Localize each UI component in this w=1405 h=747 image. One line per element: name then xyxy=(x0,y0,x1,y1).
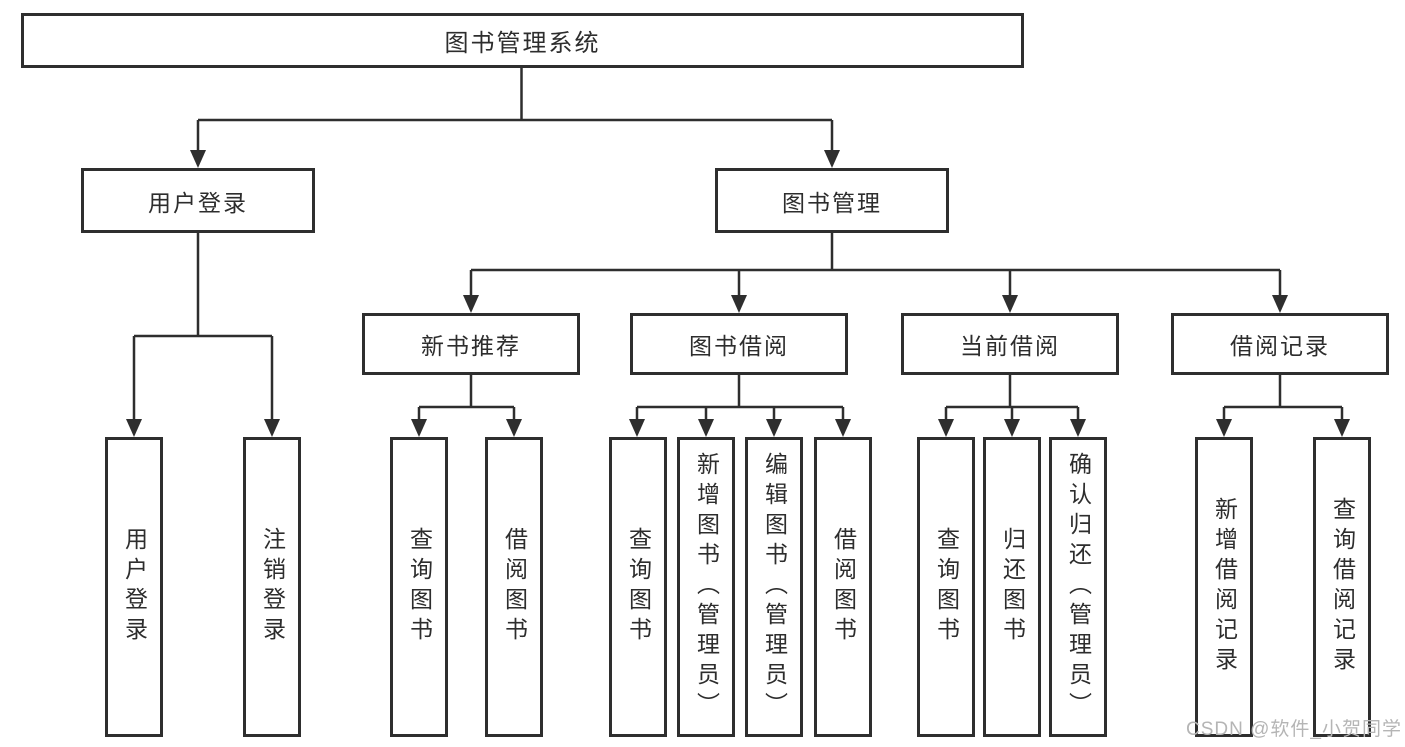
node-current-borrowing: 当前借阅 xyxy=(901,313,1119,375)
leaf-logout-label: 注销登录 xyxy=(259,527,286,647)
leaf-bb-query-books-label: 查询图书 xyxy=(625,527,652,647)
leaf-nb-query-books: 查询图书 xyxy=(390,437,448,737)
edge-book-mgmt-split xyxy=(469,233,1282,297)
leaf-br-add-record: 新增借阅记录 xyxy=(1195,437,1253,737)
node-book-borrowing: 图书借阅 xyxy=(630,313,848,375)
leaf-br-query-record-label: 查询借阅记录 xyxy=(1329,497,1356,677)
leaf-cb-query-books-label: 查询图书 xyxy=(933,527,960,647)
node-root-system-label: 图书管理系统 xyxy=(444,30,601,57)
leaf-bb-query-books: 查询图书 xyxy=(609,437,667,737)
leaf-nb-borrow-books: 借阅图书 xyxy=(485,437,543,737)
leaf-logout: 注销登录 xyxy=(243,437,301,737)
leaf-bb-edit-books: 编辑图书（管理员） xyxy=(745,437,803,737)
edge-user-login-split xyxy=(132,233,274,421)
leaf-user-login-label: 用户登录 xyxy=(121,527,148,647)
edge-borrowing-split xyxy=(635,375,845,421)
node-user-login-branch-label: 用户登录 xyxy=(148,189,248,216)
node-current-borrowing-label: 当前借阅 xyxy=(960,333,1060,359)
node-book-management-branch-label: 图书管理 xyxy=(782,189,882,216)
edge-new-book-split xyxy=(417,375,516,421)
edge-root-split xyxy=(196,68,834,152)
leaf-nb-borrow-books-label: 借阅图书 xyxy=(501,527,528,647)
edge-current-split xyxy=(944,375,1080,421)
node-new-book-recommend: 新书推荐 xyxy=(362,313,580,375)
node-new-book-recommend-label: 新书推荐 xyxy=(421,333,521,359)
leaf-user-login: 用户登录 xyxy=(105,437,163,737)
edge-records-split xyxy=(1222,375,1344,421)
leaf-cb-confirm-return: 确认归还（管理员） xyxy=(1049,437,1107,737)
leaf-bb-borrow-books: 借阅图书 xyxy=(814,437,872,737)
leaf-nb-query-books-label: 查询图书 xyxy=(406,527,433,647)
leaf-bb-add-books: 新增图书（管理员） xyxy=(677,437,735,737)
leaf-cb-return-books-label: 归还图书 xyxy=(999,527,1026,647)
leaf-cb-confirm-return-label: 确认归还（管理员） xyxy=(1065,452,1092,722)
leaf-bb-edit-books-label: 编辑图书（管理员） xyxy=(761,452,788,722)
node-user-login-branch: 用户登录 xyxy=(81,168,315,233)
node-borrowing-records-label: 借阅记录 xyxy=(1230,333,1330,359)
csdn-watermark: CSDN @软件_小贺同学 xyxy=(1186,719,1402,740)
node-borrowing-records: 借阅记录 xyxy=(1171,313,1389,375)
leaf-bb-borrow-books-label: 借阅图书 xyxy=(830,527,857,647)
leaf-cb-return-books: 归还图书 xyxy=(983,437,1041,737)
leaf-cb-query-books: 查询图书 xyxy=(917,437,975,737)
node-book-borrowing-label: 图书借阅 xyxy=(689,333,789,359)
arrowheads xyxy=(126,150,1350,437)
node-root-system: 图书管理系统 xyxy=(21,13,1024,68)
leaf-br-add-record-label: 新增借阅记录 xyxy=(1211,497,1238,677)
leaf-br-query-record: 查询借阅记录 xyxy=(1313,437,1371,737)
leaf-bb-add-books-label: 新增图书（管理员） xyxy=(693,452,720,722)
node-book-management-branch: 图书管理 xyxy=(715,168,949,233)
